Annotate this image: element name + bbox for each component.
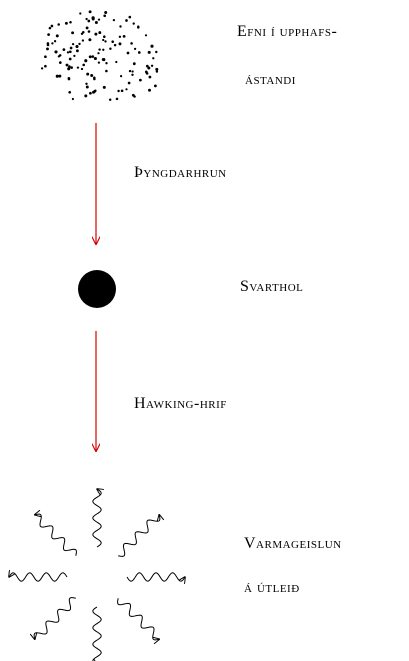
initial-matter-label-line1: Efni í upphafs-	[237, 23, 338, 40]
radiation-ray	[126, 572, 185, 581]
radiation-ray	[92, 489, 101, 548]
thermal-radiation-label-line1: Varmageislun	[244, 535, 342, 552]
radiation-ray	[117, 598, 160, 640]
black-hole-disc-icon	[78, 270, 116, 308]
gravitational-collapse-label: Þyngdarhrun	[134, 164, 227, 181]
radiation-ray	[9, 573, 68, 582]
radiation-ray	[93, 606, 102, 661]
black-hole-label: Svarthol	[240, 278, 304, 295]
radiation-ray	[35, 514, 77, 556]
hawking-effect-label: Hawking-hrif	[134, 395, 227, 412]
radiation-ray	[34, 597, 76, 640]
wavy-radiation-arrows-icon	[9, 489, 185, 661]
dust-cloud-icon	[40, 10, 159, 102]
initial-matter-label-line2: ástandi	[245, 71, 296, 88]
thermal-radiation-label-line2: á útleið	[244, 579, 300, 596]
radiation-ray	[118, 515, 160, 557]
